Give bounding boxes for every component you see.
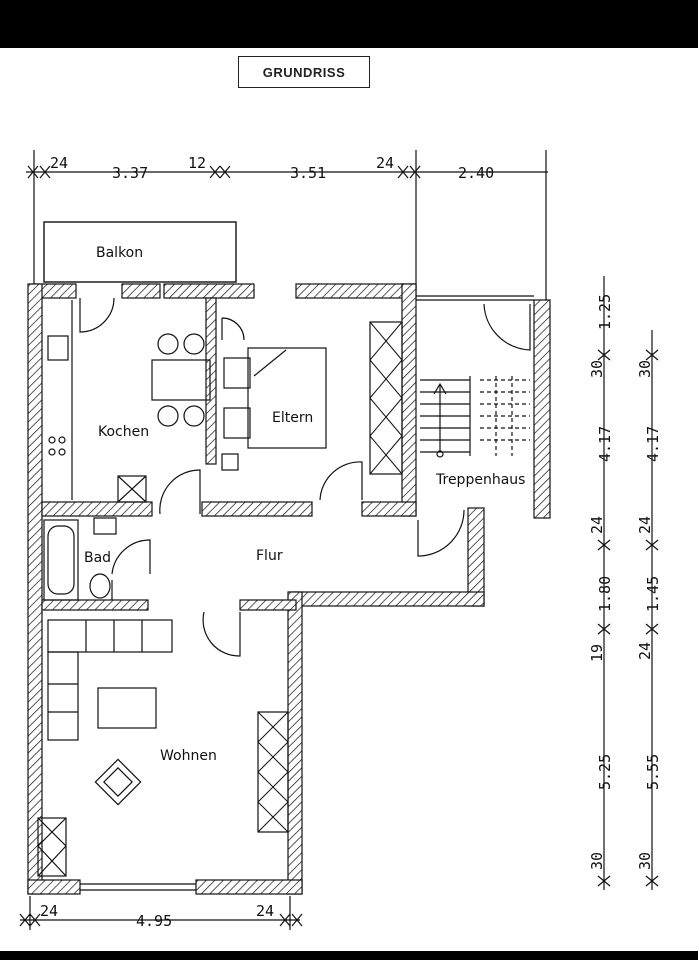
doors bbox=[79, 297, 531, 657]
bottom-dimension-line bbox=[19, 896, 303, 930]
dim-right-inner-2: 4.17 bbox=[644, 426, 662, 462]
room-label-flur: Flur bbox=[256, 548, 283, 564]
plan-title: GRUNDRISS bbox=[238, 56, 370, 88]
dim-right-outer-4: 24 bbox=[588, 516, 606, 534]
room-label-wohnen: Wohnen bbox=[160, 748, 217, 764]
dim-right-outer-1: 1.25 bbox=[596, 294, 614, 330]
dim-right-inner-3: 24 bbox=[636, 516, 654, 534]
dim-right-inner-6: 5.55 bbox=[644, 754, 662, 790]
dim-right-outer-2: 30 bbox=[588, 360, 606, 378]
room-label-bad: Bad bbox=[84, 550, 111, 566]
dim-bottom-2: 4.95 bbox=[136, 912, 172, 930]
bath-fixtures bbox=[43, 517, 117, 601]
dim-top-6: 2.40 bbox=[458, 164, 494, 182]
dim-right-inner-4: 1.45 bbox=[644, 576, 662, 612]
bed-and-furniture bbox=[221, 321, 403, 475]
dim-right-outer-5: 1.80 bbox=[596, 576, 614, 612]
right-dimension-lines bbox=[597, 276, 659, 890]
drawing-sheet bbox=[0, 48, 698, 951]
dim-bottom-3: 24 bbox=[256, 902, 274, 920]
windows bbox=[80, 295, 534, 891]
dim-top-3: 12 bbox=[188, 154, 206, 172]
dim-top-1: 24 bbox=[50, 154, 68, 172]
dim-top-4: 3.51 bbox=[290, 164, 326, 182]
dining-table bbox=[151, 333, 211, 427]
walls bbox=[27, 283, 551, 895]
room-label-eltern: Eltern bbox=[272, 410, 313, 426]
dim-right-inner-5: 24 bbox=[636, 642, 654, 660]
dim-right-inner-1: 30 bbox=[636, 360, 654, 378]
dim-right-outer-7: 5.25 bbox=[596, 754, 614, 790]
staircase bbox=[420, 376, 530, 458]
dim-top-2: 3.37 bbox=[112, 164, 148, 182]
dim-bottom-1: 24 bbox=[40, 902, 58, 920]
room-label-kochen: Kochen bbox=[98, 424, 149, 440]
room-label-balkon: Balkon bbox=[96, 245, 143, 261]
balcony bbox=[43, 221, 237, 283]
living-room-furniture bbox=[37, 619, 289, 877]
top-dimension-line bbox=[26, 150, 548, 300]
kitchen-fixtures bbox=[47, 300, 147, 503]
dim-right-outer-8: 30 bbox=[588, 852, 606, 870]
room-label-treppenhaus: Treppenhaus bbox=[435, 472, 525, 488]
dim-right-outer-6: 19 bbox=[588, 644, 606, 662]
dim-right-outer-3: 4.17 bbox=[596, 426, 614, 462]
dim-right-inner-7: 30 bbox=[636, 852, 654, 870]
dim-top-5: 24 bbox=[376, 154, 394, 172]
